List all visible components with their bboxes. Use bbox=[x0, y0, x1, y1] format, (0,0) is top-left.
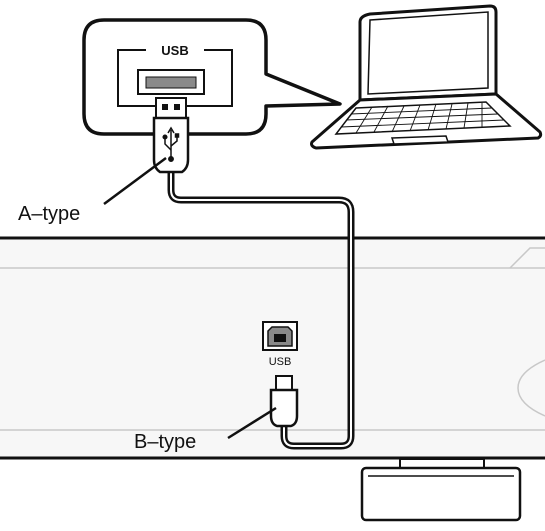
laptop-icon bbox=[310, 4, 543, 150]
b-type-label: B–type bbox=[134, 431, 196, 453]
usb-a-plug bbox=[152, 97, 190, 174]
b-type-leader-line bbox=[227, 406, 277, 440]
device-foot bbox=[360, 458, 522, 522]
usb-a-socket bbox=[137, 69, 205, 95]
usb-trident-icon bbox=[162, 126, 180, 162]
usb-port-device-label: USB bbox=[269, 356, 292, 368]
usb-port-callout: USB bbox=[82, 18, 342, 136]
a-type-leader-line bbox=[103, 156, 167, 206]
usb-b-port bbox=[262, 321, 298, 351]
a-type-label: A–type bbox=[18, 203, 80, 225]
usb-b-plug bbox=[269, 375, 299, 428]
usb-port-label: USB bbox=[161, 43, 188, 58]
